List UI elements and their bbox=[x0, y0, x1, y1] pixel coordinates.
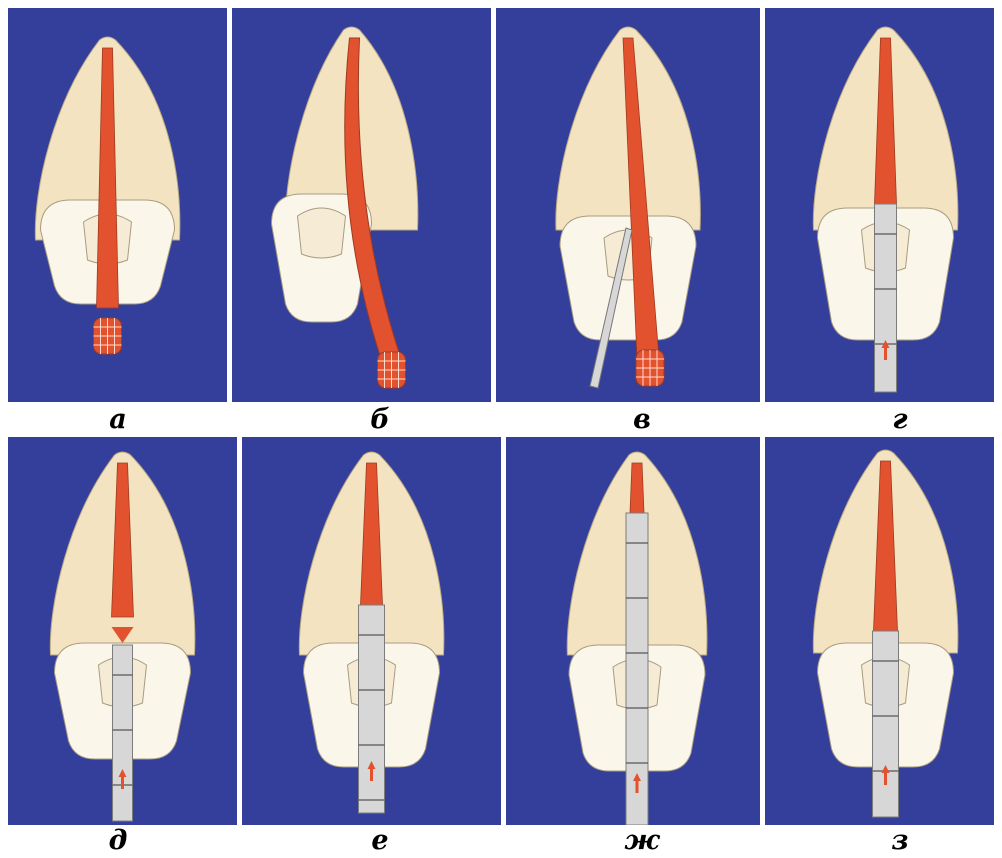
panel-d bbox=[8, 437, 237, 825]
illustration-b bbox=[232, 8, 491, 402]
label-d: д bbox=[18, 826, 218, 856]
endodontic-instrument bbox=[873, 631, 899, 817]
illustration-a bbox=[8, 8, 227, 402]
endodontic-instrument bbox=[359, 605, 385, 813]
pulp-canal bbox=[630, 463, 644, 513]
illustration-d bbox=[8, 437, 237, 825]
panel-v bbox=[496, 8, 760, 402]
panel-a bbox=[8, 8, 227, 402]
illustration-z bbox=[765, 437, 994, 825]
illustration-zh bbox=[506, 437, 760, 825]
label-g: г bbox=[800, 405, 1000, 435]
illustration-v bbox=[496, 8, 760, 402]
label-z: з bbox=[800, 826, 1000, 856]
panel-z bbox=[765, 437, 994, 825]
label-b: б bbox=[280, 405, 480, 435]
label-v: в bbox=[542, 405, 742, 435]
panel-g bbox=[765, 8, 994, 402]
label-zh: ж bbox=[542, 826, 742, 856]
panel-e bbox=[242, 437, 501, 825]
bottom-row bbox=[8, 437, 994, 825]
extractor-handle bbox=[94, 318, 122, 354]
label-a: а bbox=[18, 405, 218, 435]
illustration-g bbox=[765, 8, 994, 402]
top-row bbox=[8, 8, 994, 402]
endodontic-instrument bbox=[875, 204, 897, 392]
pulp-chamber-outline bbox=[298, 208, 346, 258]
illustration-e bbox=[242, 437, 501, 825]
label-e: е bbox=[280, 826, 480, 856]
extractor-handle bbox=[378, 352, 406, 388]
panel-zh bbox=[506, 437, 760, 825]
panel-b bbox=[232, 8, 491, 402]
endodontic-instrument bbox=[113, 645, 133, 821]
extractor-handle bbox=[636, 350, 664, 386]
